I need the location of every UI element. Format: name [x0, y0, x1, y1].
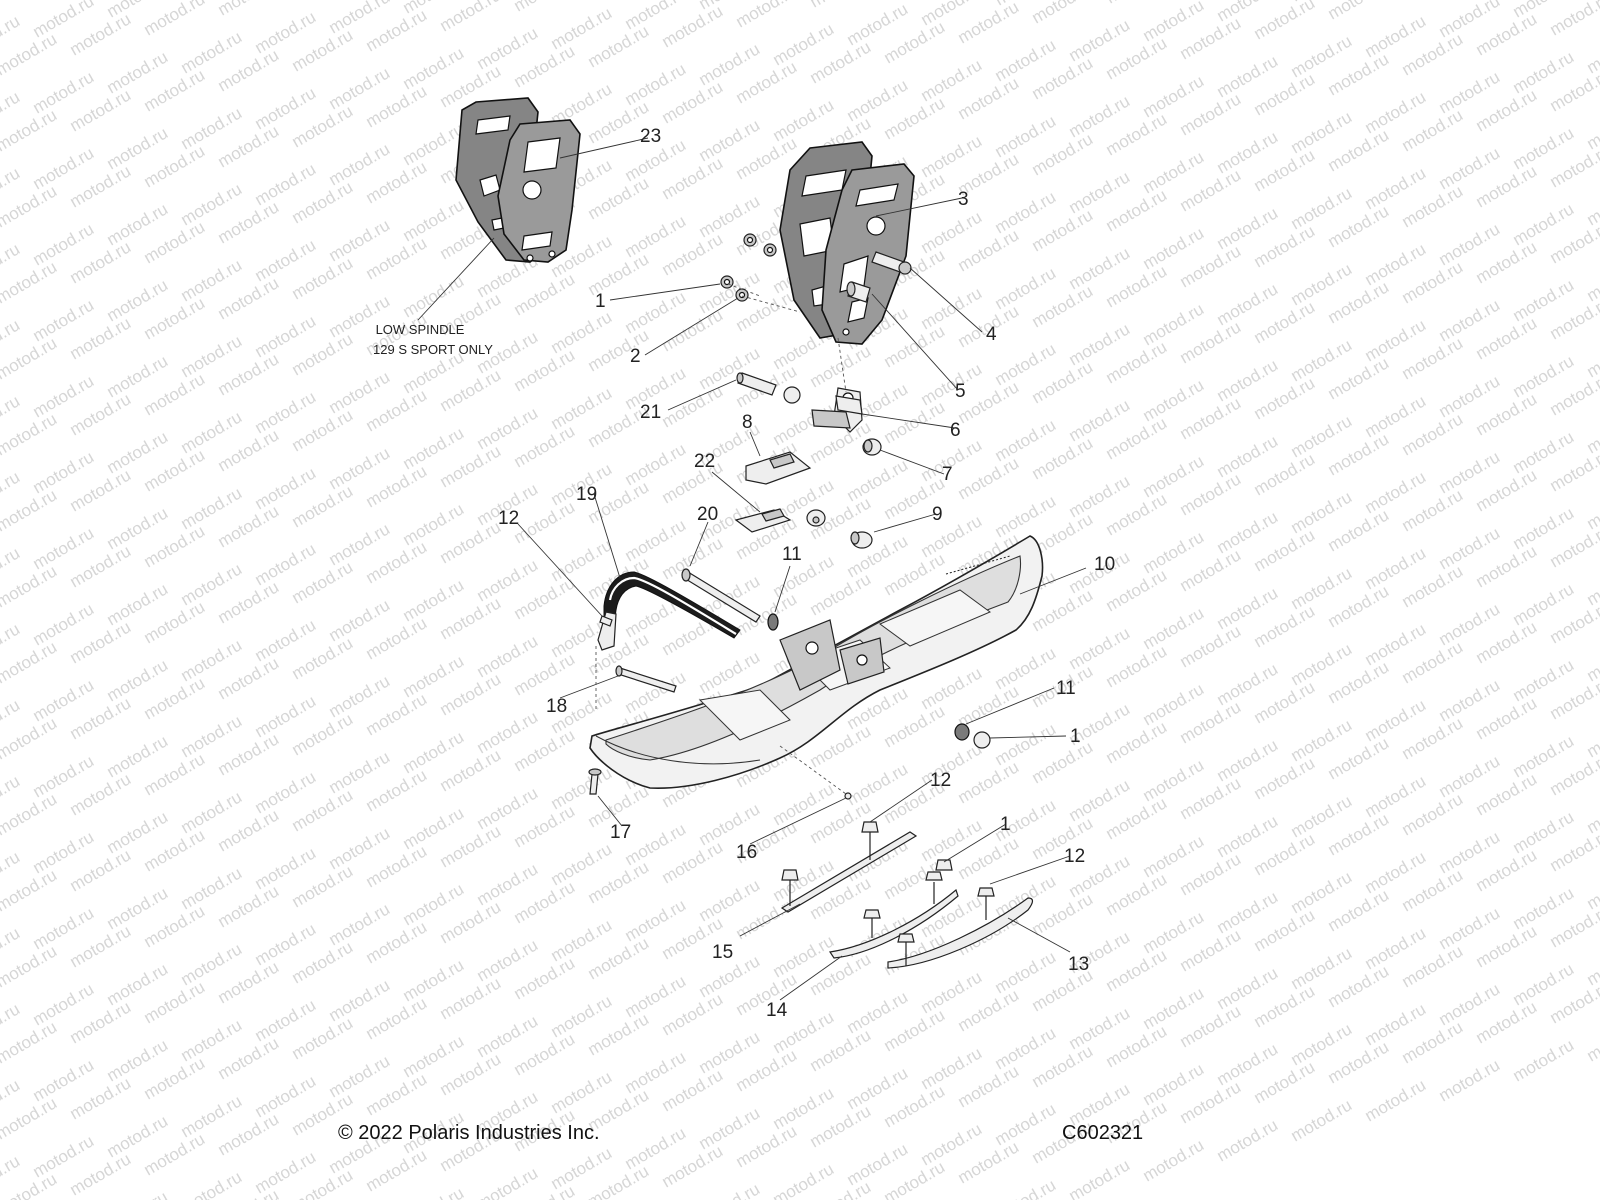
part-labels: 23 3 1 2 4 5 6 7 21 8 22 20 9 10 11 12 1… — [498, 126, 1115, 1021]
label-16: 16 — [736, 842, 757, 863]
label-19: 19 — [576, 484, 597, 505]
label-8: 8 — [742, 412, 753, 433]
bushing-5 — [846, 281, 871, 303]
label-7: 7 — [942, 464, 953, 485]
spindle-low-23 — [455, 97, 581, 263]
nut-1-side — [973, 731, 991, 749]
pin-21 — [736, 372, 777, 396]
label-4: 4 — [986, 324, 997, 345]
label-9: 9 — [932, 504, 943, 525]
ski-10 — [589, 535, 1044, 789]
label-21: 21 — [640, 402, 661, 423]
bushing-7 — [862, 438, 882, 456]
label-12-right: 12 — [1064, 846, 1085, 867]
leader-lines — [417, 137, 1087, 1001]
pad-8 — [745, 451, 812, 485]
label-1-top: 1 — [595, 291, 606, 312]
label-17: 17 — [610, 822, 631, 843]
label-15: 15 — [712, 942, 733, 963]
washer-2 — [735, 243, 777, 302]
pin-16 — [844, 792, 852, 800]
assembly-lines — [595, 283, 847, 795]
label-22: 22 — [694, 451, 715, 472]
label-11-side: 11 — [1056, 678, 1076, 699]
runner-14 — [828, 871, 959, 959]
runner-13 — [887, 887, 1034, 969]
bolt-20 — [681, 568, 761, 623]
label-12-loop: 12 — [498, 508, 519, 529]
label-20: 20 — [697, 504, 718, 525]
label-23: 23 — [640, 126, 661, 147]
nut-1-top — [720, 233, 757, 289]
nut-12-runner — [935, 859, 953, 871]
low-spindle-note: LOW SPINDLE 129 S SPORT ONLY — [373, 322, 493, 357]
label-1-side: 1 — [1070, 726, 1081, 747]
label-18: 18 — [546, 696, 567, 717]
runner-15 — [780, 821, 918, 913]
washer-11-side — [954, 723, 970, 741]
label-13: 13 — [1068, 954, 1089, 975]
bushing-20 — [806, 509, 826, 527]
washer-11-top — [767, 613, 779, 631]
bolt-18 — [615, 665, 677, 693]
label-3: 3 — [958, 189, 969, 210]
copyright-text: © 2022 Polaris Industries Inc. — [338, 1122, 600, 1144]
ski-loop-19 — [597, 571, 741, 651]
diagram-code: C602321 — [1062, 1122, 1144, 1144]
pin-17 — [588, 768, 602, 795]
note-line-2: 129 S SPORT ONLY — [373, 342, 493, 357]
label-2: 2 — [630, 346, 641, 367]
bushing-21b — [783, 386, 801, 404]
label-11-top: 11 — [782, 544, 802, 565]
note-line-1: LOW SPINDLE — [376, 322, 465, 337]
label-1-runner: 1 — [1000, 814, 1011, 835]
bolt-4 — [871, 251, 912, 275]
label-6: 6 — [950, 420, 961, 441]
label-5: 5 — [955, 381, 966, 402]
spindle-3 — [779, 141, 915, 345]
pad-22 — [734, 508, 792, 533]
bracket-6 — [811, 387, 863, 433]
label-14: 14 — [766, 1000, 788, 1021]
label-12-runner: 12 — [930, 770, 951, 791]
bushing-9 — [850, 531, 873, 549]
label-10: 10 — [1094, 554, 1115, 575]
